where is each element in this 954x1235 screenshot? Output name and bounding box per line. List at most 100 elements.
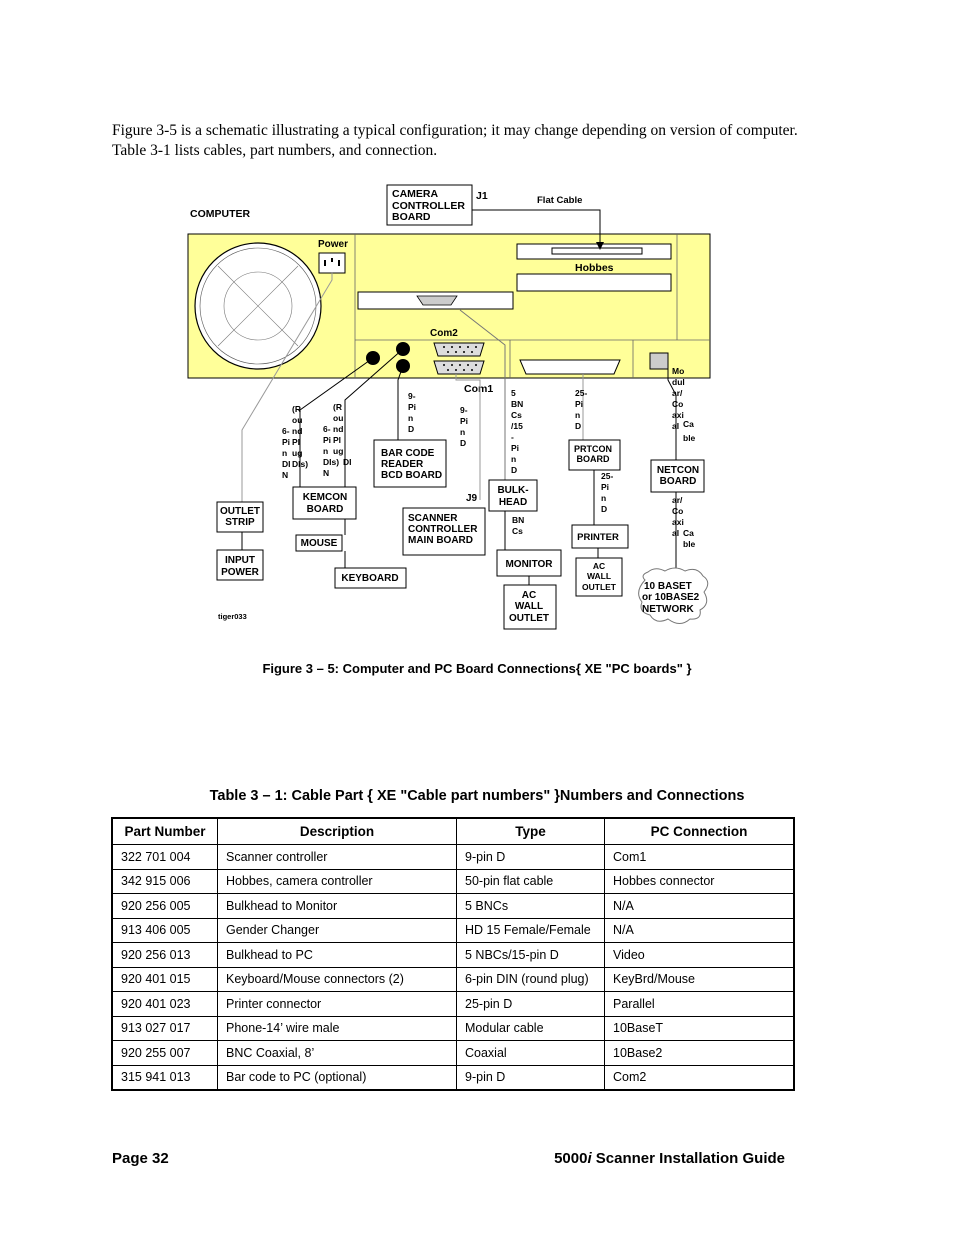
modular-cable-text: Co	[672, 399, 683, 409]
svg-text:25- Pi n D: 25- Pi n D	[575, 388, 590, 431]
scanner-board-line: CONTROLLER	[408, 524, 478, 535]
cell-description: Printer connector	[217, 991, 457, 1017]
five-bncs-text: 5	[511, 388, 516, 398]
ac-wall-outlet-line: WALL	[515, 601, 543, 612]
cell-description: Bulkhead to PC	[217, 942, 457, 968]
modular-cable-text: axi	[672, 410, 684, 420]
barcode-board-box	[373, 439, 447, 488]
svg-text:BN Cs: BN Cs	[512, 515, 527, 536]
header-description: Description	[217, 817, 457, 845]
five-bncs-text: /15	[511, 421, 523, 431]
twentyfive-pin-text: n	[575, 410, 580, 420]
cell-pc-connection: N/A	[604, 917, 795, 943]
round-plug-text: ug	[333, 446, 343, 456]
cell-type: 50-pin flat cable	[456, 868, 605, 894]
round-plug-text: ou	[292, 415, 302, 425]
monitor-label: MONITOR	[505, 559, 553, 570]
twentyfive-pin-text: Pi	[601, 482, 609, 492]
power-socket-icon	[318, 252, 346, 274]
coaxial-cable-text: Co	[672, 506, 683, 516]
cell-pc-connection: Com2	[604, 1064, 795, 1091]
mouse-label: MOUSE	[301, 538, 338, 549]
com1-port-icon	[433, 360, 485, 375]
nine-pin-text: D	[460, 438, 466, 448]
footer-model-suffix: i	[587, 1150, 592, 1167]
round-plug-text: DIs)	[323, 457, 339, 467]
six-pin-text: Pi	[282, 437, 290, 447]
cell-part-number: 920 401 015	[111, 966, 218, 992]
prtcon-board-box	[568, 439, 621, 471]
svg-text:5 BN Cs /15 -: 5 BN Cs /15 - Pi n D	[511, 388, 526, 475]
header-part-number: Part Number	[111, 817, 218, 845]
bncs-text: BN	[512, 515, 524, 525]
cell-part-number: 322 701 004	[111, 844, 218, 870]
outlet-strip-line: STRIP	[225, 517, 255, 528]
cell-part-number: 920 256 005	[111, 893, 218, 919]
round-plug-text: Pl	[333, 435, 341, 445]
round-plug-text: ug	[292, 448, 302, 458]
modular-jack-icon	[649, 352, 669, 370]
five-bncs-text: Pi	[511, 443, 519, 453]
cell-pc-connection: 10BaseT	[604, 1015, 795, 1041]
nine-pin-text: Pi	[460, 416, 468, 426]
scanner-controller-box	[402, 507, 486, 556]
expansion-slot	[516, 273, 672, 292]
cell-type: 9-pin D	[456, 1064, 605, 1091]
barcode-board-line: READER	[381, 459, 424, 470]
intro-paragraph: Figure 3-5 is a schematic illustrating a…	[112, 122, 798, 159]
footer-page-number: Page 32	[112, 1150, 169, 1167]
cell-part-number: 342 915 006	[111, 868, 218, 894]
nine-pin-text: n	[460, 427, 465, 437]
round-plug-text: (R	[292, 404, 301, 414]
modular-cable-text: dul	[672, 377, 685, 387]
svg-text:Mo dul ar/ Co: Mo dul ar/ Co axi al Ca ble	[672, 366, 696, 443]
ac-wall-outlet-2-box	[575, 557, 623, 597]
camera-board-line: CONTROLLER	[392, 200, 465, 212]
ac-wall-outlet-2-line: AC	[593, 561, 605, 571]
modular-cable-text: al	[672, 421, 679, 431]
network-cloud-line: NETWORK	[642, 604, 694, 615]
network-cloud-line: 10 BASET	[644, 581, 692, 592]
cell-description: BNC Coaxial, 8’	[217, 1040, 457, 1066]
cell-type: HD 15 Female/Female	[456, 917, 605, 943]
six-pin-text: N	[323, 468, 329, 478]
cell-description: Hobbes, camera controller	[217, 868, 457, 894]
cell-description: Bulkhead to Monitor	[217, 893, 457, 919]
network-cloud-line: or 10BASE2	[642, 592, 700, 603]
cable-word: Ca	[683, 419, 694, 429]
input-power-box	[216, 549, 264, 581]
monitor-box	[496, 549, 562, 577]
nine-pin-text: n	[408, 413, 413, 423]
six-pin-text: n	[282, 448, 287, 458]
six-pin-text: N	[282, 470, 288, 480]
cell-part-number: 913 406 005	[111, 917, 218, 943]
mouse-box	[295, 534, 343, 552]
footer-model: 5000	[554, 1150, 588, 1167]
cell-type: Modular cable	[456, 1015, 605, 1041]
input-power-line: INPUT	[225, 555, 255, 566]
footer-guide: Scanner Installation Guide	[591, 1150, 785, 1167]
cell-part-number: 920 255 007	[111, 1040, 218, 1066]
twentyfive-pin-text: 25-	[575, 388, 587, 398]
figure-caption: Figure 3 – 5: Computer and PC Board Conn…	[262, 661, 692, 676]
j1-label: J1	[476, 190, 488, 202]
six-pin-text: n	[323, 446, 328, 456]
hobbes-label: Hobbes	[575, 262, 614, 274]
cell-type: 25-pin D	[456, 991, 605, 1017]
keyboard-label: KEYBOARD	[341, 573, 398, 584]
barcode-board-line: BAR CODE	[381, 448, 435, 459]
cell-type: 9-pin D	[456, 844, 605, 870]
header-pc-connection: PC Connection	[604, 817, 795, 845]
cell-pc-connection: Video	[604, 942, 795, 968]
header-type: Type	[456, 817, 605, 845]
